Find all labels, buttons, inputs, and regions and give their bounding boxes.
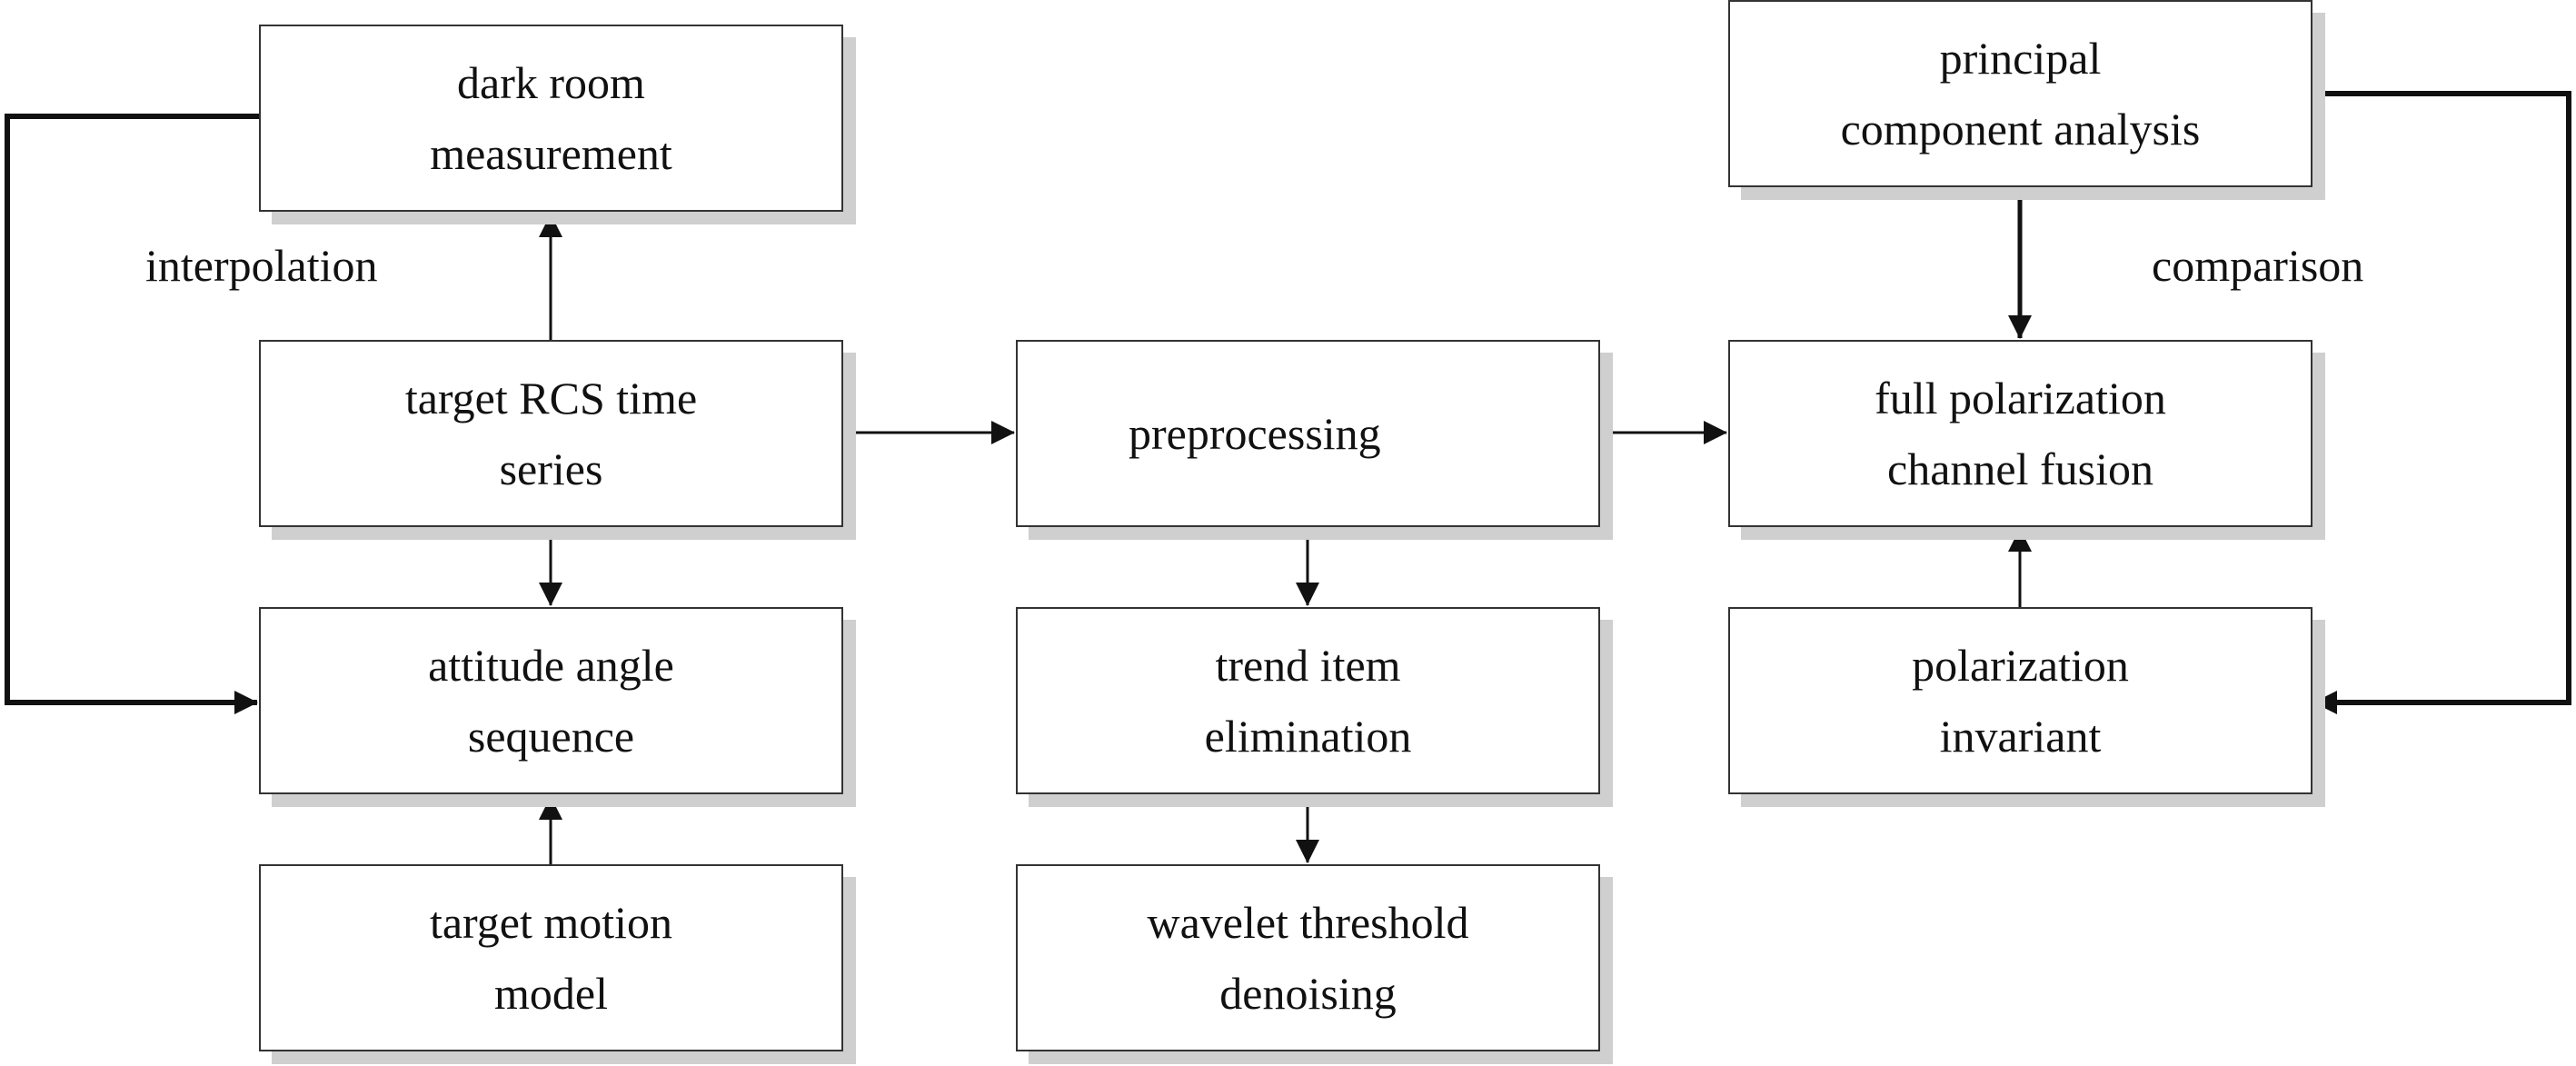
node-text: trend item [1215, 640, 1401, 691]
node-text: sequence [467, 711, 635, 762]
node-full-polarization-channel-fusion: full polarization channel fusion [1728, 340, 2312, 527]
node-target-motion-model: target motion model [259, 864, 843, 1051]
node-wavelet-threshold-denoising: wavelet threshold denoising [1016, 864, 1600, 1051]
edge-label-interpolation: interpolation [145, 240, 378, 291]
node-text: series [499, 443, 603, 494]
loop-dark-room-to-attitude [5, 114, 259, 705]
node-text: model [494, 968, 608, 1019]
node-text: attitude angle [428, 640, 674, 691]
node-text: principal [1939, 33, 2102, 84]
node-trend-item-elimination: trend item elimination [1016, 607, 1600, 794]
node-text: measurement [430, 128, 672, 179]
node-text: preprocessing [1129, 408, 1381, 459]
node-text: elimination [1204, 711, 1412, 762]
node-preprocessing: preprocessing [1016, 340, 1600, 527]
node-text: dark room [457, 57, 645, 108]
loop-pca-to-invariant [2312, 91, 2571, 705]
node-text: component analysis [1840, 104, 2201, 154]
node-principal-component-analysis: principal component analysis [1728, 0, 2312, 187]
node-text: wavelet threshold [1147, 897, 1469, 948]
node-text: denoising [1219, 968, 1397, 1019]
node-text: full polarization [1875, 373, 2166, 423]
node-text: polarization [1912, 640, 2129, 691]
node-attitude-angle-sequence: attitude angle sequence [259, 607, 843, 794]
node-polarization-invariant: polarization invariant [1728, 607, 2312, 794]
node-text: target RCS time [404, 373, 698, 423]
node-text: invariant [1939, 711, 2102, 762]
node-target-rcs-time-series: target RCS time series [259, 340, 843, 527]
edge-label-comparison: comparison [2152, 240, 2364, 291]
node-text: channel fusion [1887, 443, 2153, 494]
node-dark-room-measurement: dark room measurement [259, 25, 843, 212]
node-text: target motion [429, 897, 673, 948]
